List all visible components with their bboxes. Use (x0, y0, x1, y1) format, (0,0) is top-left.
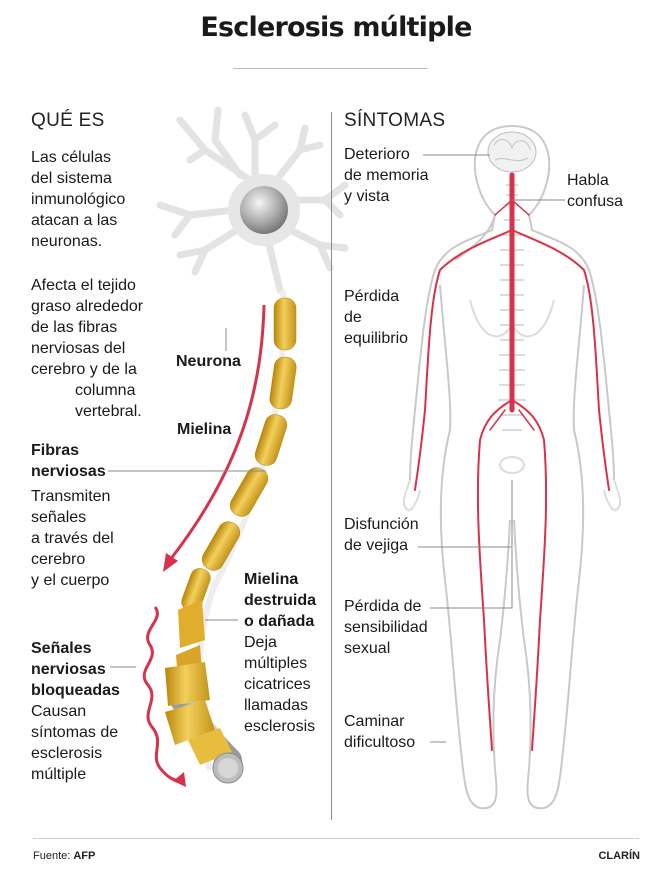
fibras-block: Fibras nerviosas Transmiten señales a tr… (31, 442, 114, 589)
nervous-system-icon (414, 172, 610, 751)
brain-icon (487, 131, 537, 173)
sensibilidad-label: Pérdida de sensibilidad sexual (344, 598, 428, 657)
title-divider (233, 68, 427, 69)
signal-arrow-head (163, 553, 178, 572)
column-divider (331, 112, 332, 820)
caminar-label: Caminar dificultoso (344, 713, 416, 751)
neuron-icon (156, 106, 349, 294)
mielina-label: Mielina (177, 421, 232, 438)
equilibrio-label: Pérdida de equilibrio (344, 288, 409, 347)
blocked-signal-arrow (142, 606, 184, 782)
que-es-intro: Las células del sistema inmunológico ata… (31, 149, 126, 250)
deterioro-label: Deterioro de memoria y vista (344, 146, 429, 205)
sensibilidad-leader (430, 548, 513, 609)
senales-block: Señales nerviosas bloqueadas Causan sínt… (31, 640, 120, 783)
body-outline-icon (402, 125, 622, 810)
que-es-heading: QUÉ ES (31, 110, 105, 131)
footer-divider (33, 838, 639, 839)
blocked-signal-arrow-head (173, 772, 186, 787)
signal-arrow (168, 304, 266, 561)
brand-logo: CLARÍN (598, 850, 640, 862)
sintomas-heading: SÍNTOMAS (344, 110, 446, 131)
afecta-text: Afecta el tejido graso alrededor de las … (31, 277, 144, 420)
habla-label: Habla confusa (567, 172, 624, 210)
source-credit: Fuente: AFP (33, 850, 96, 862)
vejiga-leader (418, 480, 513, 548)
damaged-myelin (165, 600, 244, 784)
mielina-destruida-block: Mielina destruida o dañada Deja múltiple… (244, 571, 317, 735)
neurona-label: Neurona (176, 353, 241, 370)
page-title: Esclerosis múltiple (200, 12, 472, 43)
vejiga-label: Disfunción de vejiga (344, 516, 419, 554)
